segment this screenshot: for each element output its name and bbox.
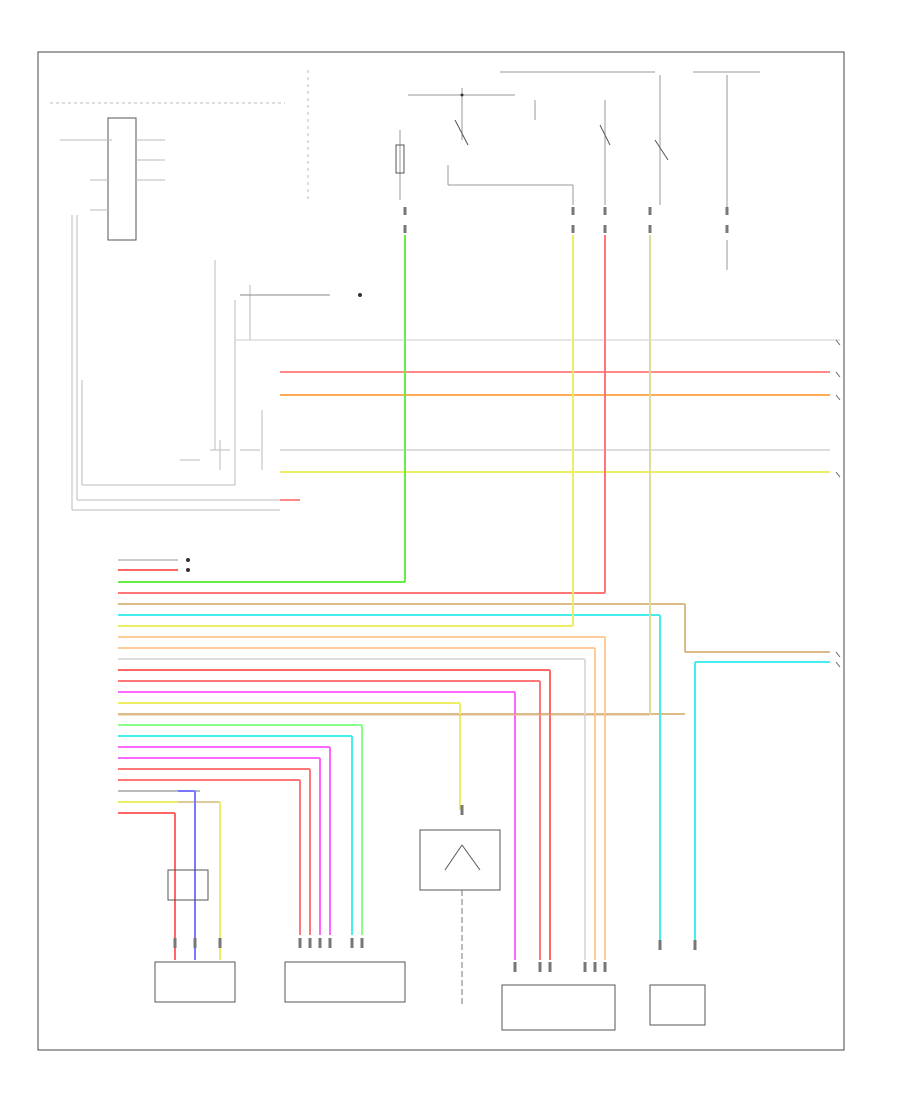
- diagram-frame: [37, 51, 845, 1051]
- top-connectors: [403, 207, 729, 233]
- top-switch-area: [395, 71, 760, 270]
- splice-points: [186, 93, 464, 572]
- horizontal-bus-wires: [280, 371, 830, 501]
- top-left-module-area: [50, 70, 840, 511]
- bottom-connectors: [173, 805, 697, 972]
- right-edge-terminals: [835, 339, 841, 668]
- ecm-pin-stack: [118, 559, 685, 814]
- bottom-components: [154, 829, 706, 1031]
- vertical-wires: [118, 235, 830, 960]
